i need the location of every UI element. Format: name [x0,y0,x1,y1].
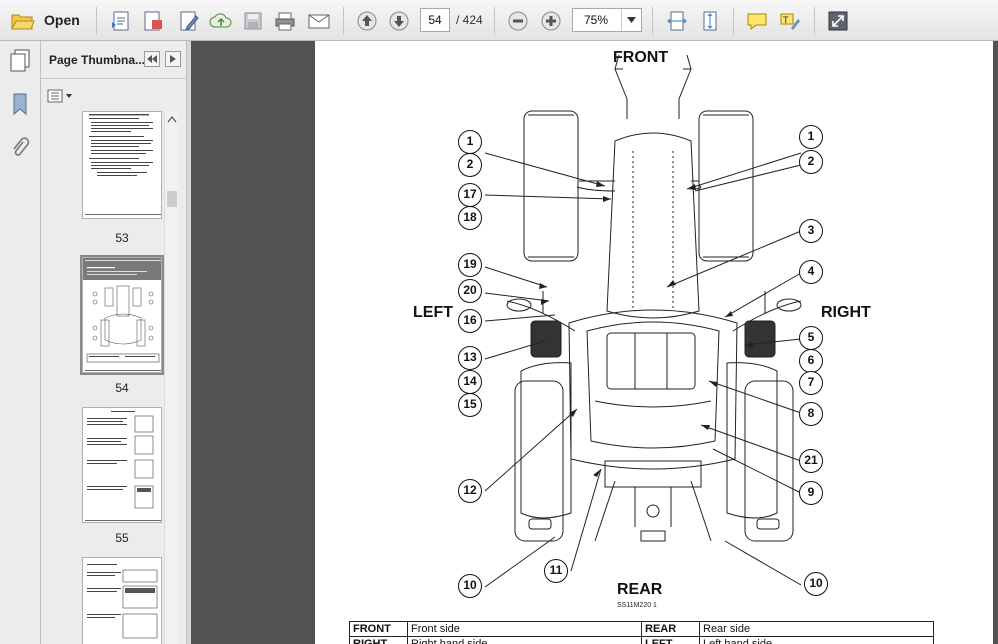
panel-splitter[interactable] [186,41,191,644]
legend-key: REAR [641,621,700,637]
thumbnail-page-56[interactable] [82,557,162,644]
fit-width-icon[interactable] [664,8,690,34]
callout-13: 13 [458,346,482,370]
comment-icon[interactable] [744,8,770,34]
callout-17: 17 [458,183,482,207]
callout-5: 5 [799,326,823,350]
next-page-icon[interactable] [386,8,412,34]
create-pdf-icon[interactable] [108,8,134,34]
legend-value: Rear side [699,621,934,637]
callout-1: 1 [458,130,482,154]
main-toolbar: Open 54 / 424 75% [0,0,998,41]
thumbnails-scrollbar[interactable] [164,111,178,644]
page-count: / 424 [456,13,483,27]
open-button-label[interactable]: Open [44,12,80,28]
bookmarks-icon[interactable] [7,91,33,117]
legend-key: LEFT [641,636,700,644]
callout-1: 1 [799,125,823,149]
callout-2: 2 [799,150,823,174]
attachments-paperclip-icon[interactable] [7,135,33,161]
callout-18: 18 [458,206,482,230]
callout-15: 15 [458,393,482,417]
callout-11: 11 [544,559,568,583]
export-pdf-icon[interactable] [140,8,166,34]
rear-label: REAR [617,581,663,598]
fit-page-icon[interactable] [697,8,723,34]
callout-6: 6 [799,349,823,373]
thumbnail-page-54[interactable] [80,255,164,375]
toolbar-separator [343,7,344,35]
chevron-down-icon[interactable] [621,9,641,31]
callout-10: 10 [458,574,482,598]
callout-3: 3 [799,219,823,243]
thumbnails-title: Page Thumbna... [49,53,146,67]
left-label: LEFT [413,304,453,321]
callout-7: 7 [799,371,823,395]
thumbnail-label-54: 54 [115,381,129,395]
legend-key: FRONT [349,621,408,637]
scrollbar-thumb[interactable] [167,191,177,207]
callout-21: 21 [799,449,823,473]
edit-pdf-icon[interactable] [176,8,202,34]
page-thumbnails-icon[interactable] [7,47,33,73]
callout-9: 9 [799,481,823,505]
thumbnail-label-53: 53 [115,231,129,245]
email-icon[interactable] [306,8,332,34]
page-number-input[interactable]: 54 [420,8,450,32]
front-label: FRONT [613,49,669,66]
callout-2: 2 [458,153,482,177]
toolbar-separator [494,7,495,35]
callout-12: 12 [458,479,482,503]
previous-page-icon[interactable] [354,8,380,34]
zoom-out-icon[interactable] [505,8,531,34]
navigation-pane-strip [0,41,41,644]
scroll-up-icon[interactable] [167,115,177,123]
toolbar-separator [814,7,815,35]
callout-10: 10 [804,572,828,596]
save-icon[interactable] [240,8,266,34]
thumbnail-options-menu[interactable] [47,87,73,105]
tractor-top-view-diagram [484,54,802,588]
callout-14: 14 [458,370,482,394]
callout-8: 8 [799,402,823,426]
full-screen-icon[interactable] [825,8,851,34]
highlight-text-icon[interactable]: T [777,8,803,34]
legend-value: Left hand side [699,636,934,644]
zoom-select[interactable]: 75% [572,8,642,32]
callout-16: 16 [458,309,482,333]
right-label: RIGHT [821,304,871,321]
toolbar-separator [733,7,734,35]
svg-text:T: T [782,16,789,26]
thumbnail-page-53[interactable] [82,111,162,219]
collapse-panel-icon[interactable] [144,51,160,67]
zoom-value: 75% [584,13,609,27]
thumbnail-label-55: 55 [115,531,129,545]
callout-19: 19 [458,253,482,277]
thumbnails-scroll-area: 53 54 [41,111,186,644]
legend-key: RIGHT [349,636,408,644]
zoom-in-icon[interactable] [538,8,564,34]
thumbnail-page-55[interactable] [82,407,162,523]
legend-value: Right hand side [407,636,642,644]
page-thumbnails-panel: Page Thumbna... 53 [41,41,186,644]
thumbnails-header: Page Thumbna... [41,41,186,79]
open-folder-icon[interactable] [10,8,36,34]
callout-20: 20 [458,279,482,303]
toolbar-separator [96,7,97,35]
expand-panel-icon[interactable] [165,51,181,67]
toolbar-separator [652,7,653,35]
print-icon[interactable] [272,8,298,34]
figure-code: SS11M220 1 [617,602,657,609]
callout-4: 4 [799,260,823,284]
legend-value: Front side [407,621,642,637]
upload-cloud-icon[interactable] [208,8,234,34]
